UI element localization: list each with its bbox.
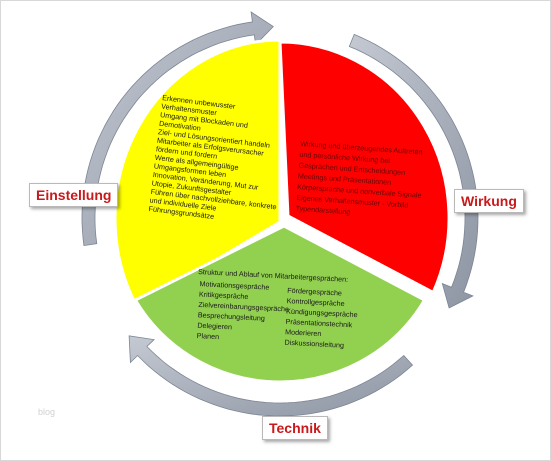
cycle-arrow-ring <box>81 11 479 417</box>
segment-technik <box>133 224 427 384</box>
technik-text-block: Struktur und Ablauf von Mitarbeitergespr… <box>197 267 358 350</box>
watermark: blog <box>38 407 56 417</box>
technik-left-item: Delegieren <box>197 321 232 332</box>
technik-left-item: Motivationsgespräche <box>199 279 269 292</box>
technik-left-item: Kritikgespräche <box>199 289 249 301</box>
segment-wirkung <box>278 40 451 295</box>
technik-right-item: Kontrollgespräche <box>286 296 344 308</box>
label-wirkung: Wirkung <box>454 189 524 213</box>
arrow-top-icon <box>81 11 274 247</box>
einstellung-text-block: Erkennen unbewussterVerhaltensmusterUmga… <box>148 93 277 221</box>
wirkung-line: Typendarstellung <box>295 204 350 217</box>
technik-right-item: Kündigungsgespräche <box>286 306 358 319</box>
technik-right-item: Moderieren <box>285 327 322 338</box>
label-technik: Technik <box>262 416 328 440</box>
segment-einstellung <box>113 38 282 310</box>
technik-right-item: Präsentationstechnik <box>285 317 353 330</box>
arrow-right-icon <box>348 33 479 309</box>
technik-left-item: Planen <box>197 331 220 341</box>
technik-right-item: Fördergespräche <box>287 286 342 298</box>
technik-left-item: Besprechungsleitung <box>198 310 266 323</box>
arrow-bottom-icon <box>128 335 414 417</box>
technik-right-item: Diskussionsleitung <box>284 338 344 350</box>
label-einstellung: Einstellung <box>29 183 119 207</box>
